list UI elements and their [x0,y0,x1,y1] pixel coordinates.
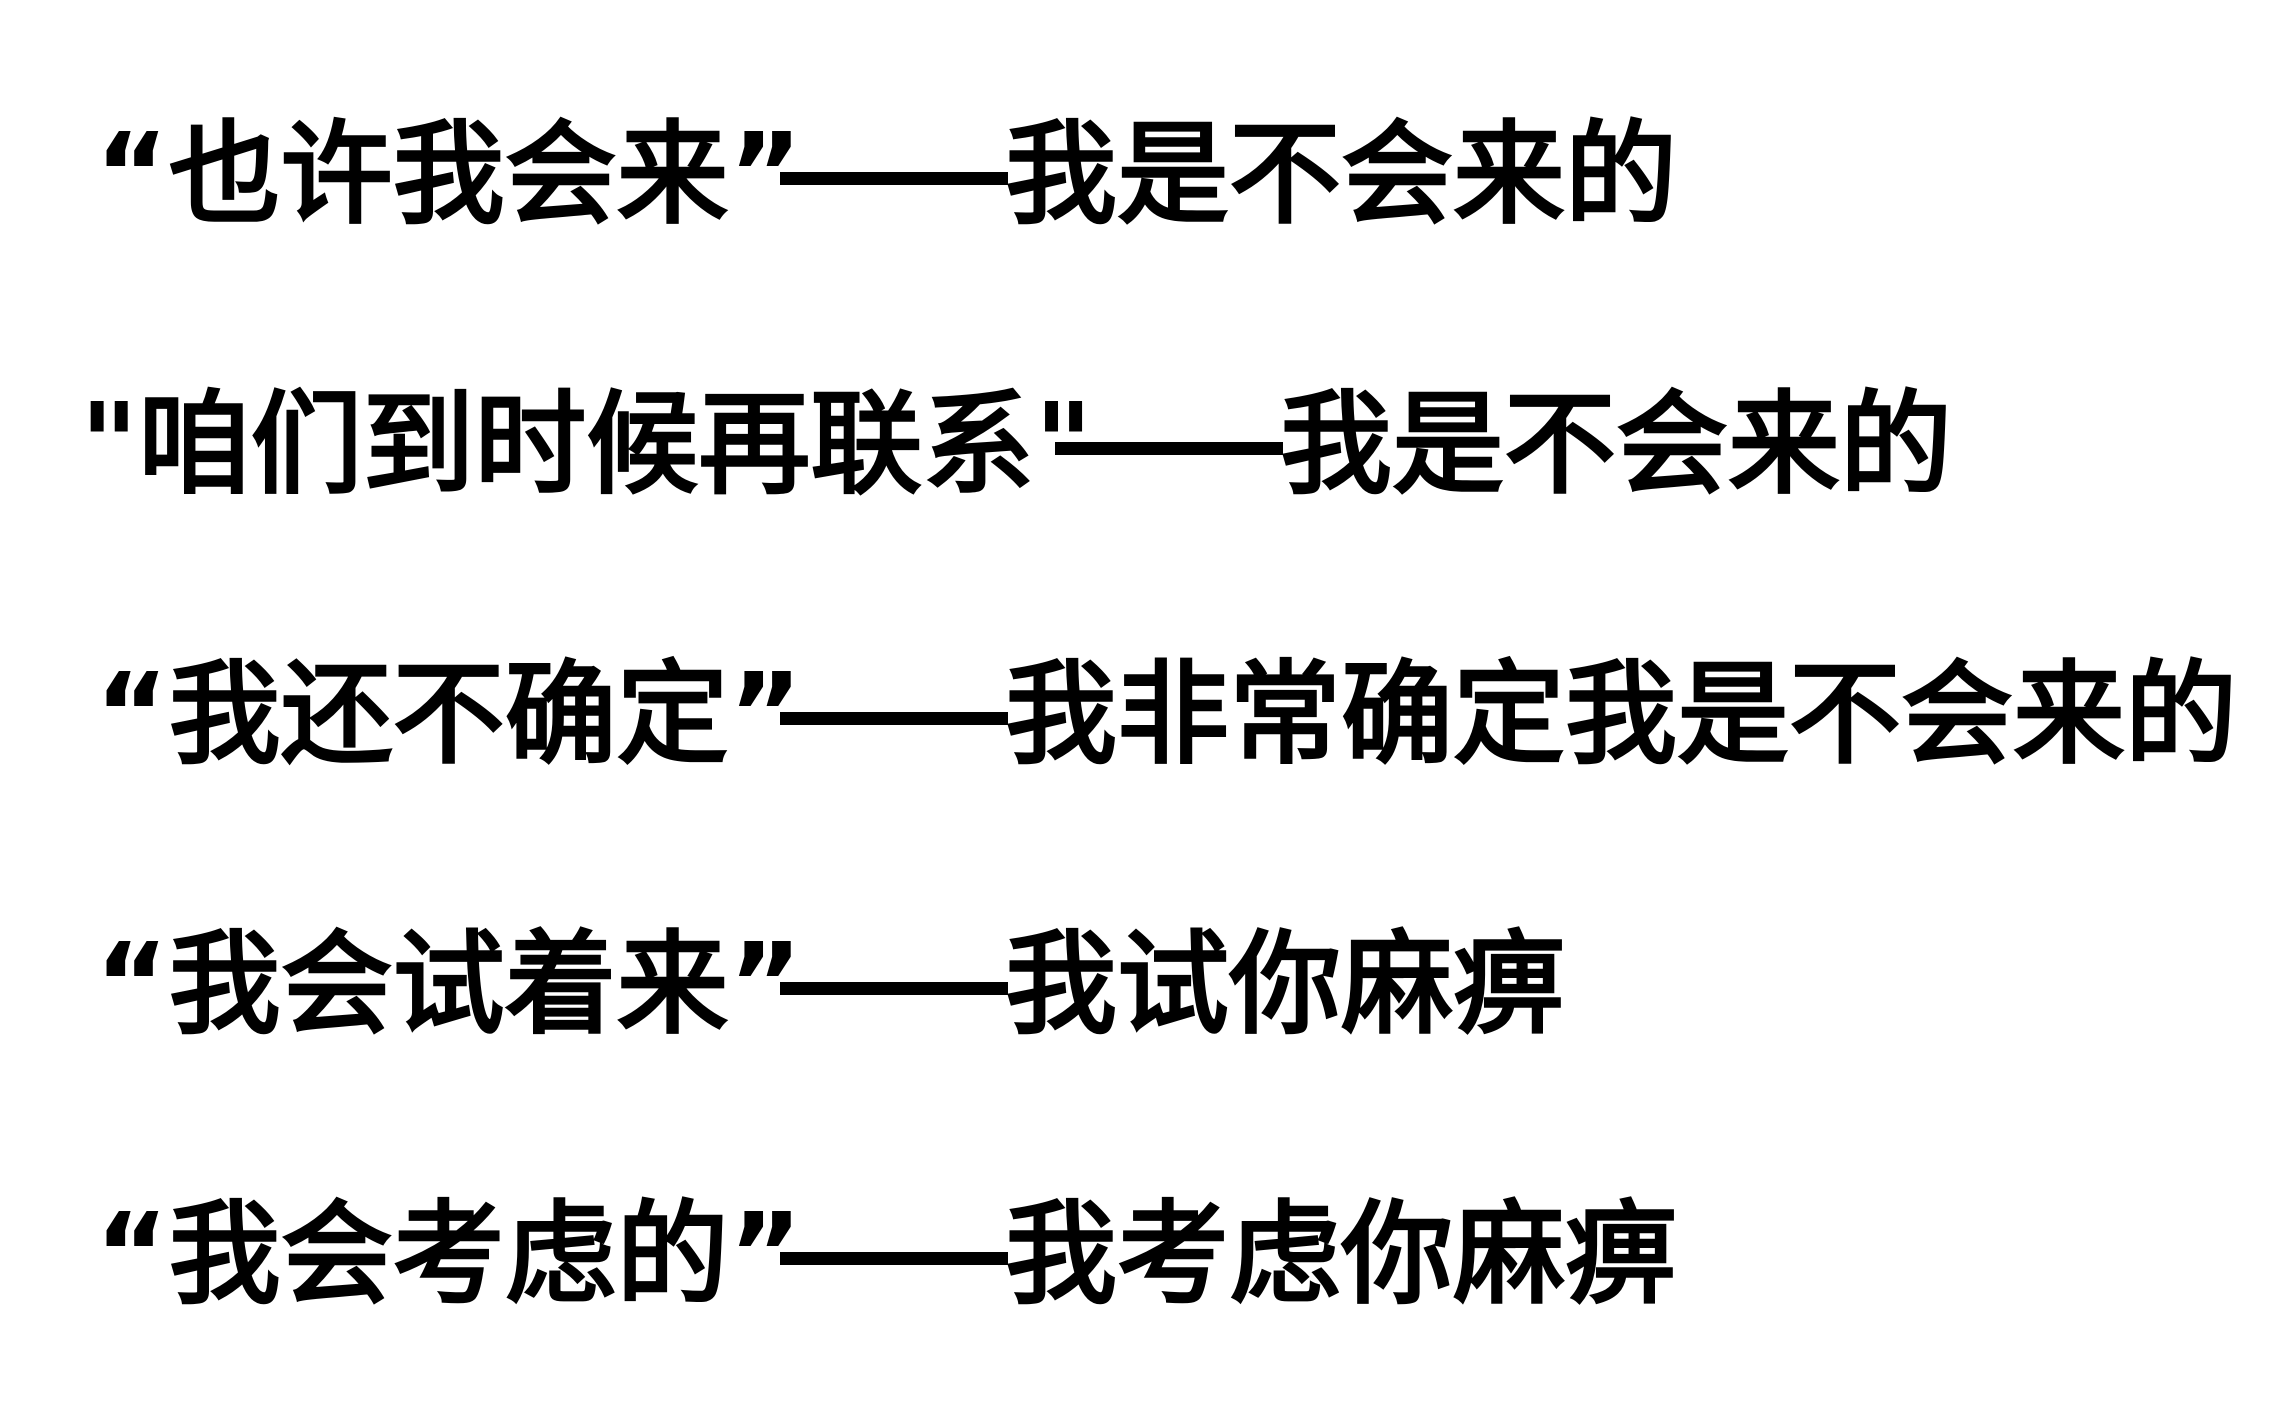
em-dash [780,712,1008,725]
em-dash [1055,442,1283,455]
quote-text: “我会试着来” [95,920,803,1050]
line-2: "咱们到时候再联系" 我是不会来的 [0,370,2287,520]
answer-text: 我非常确定我是不会来的 [1005,650,2237,780]
em-dash [780,1252,1008,1265]
quote-text: “我还不确定” [95,650,803,780]
line-5: “我会考虑的” 我考虑你麻痹 [0,1180,2287,1330]
answer-text: 我考虑你麻痹 [1005,1190,1677,1320]
quote-text: “也许我会来” [95,110,803,240]
line-3: “我还不确定” 我非常确定我是不会来的 [0,640,2287,790]
answer-text: 我试你麻痹 [1005,920,1565,1050]
line-1: “也许我会来” 我是不会来的 [0,100,2287,250]
quote-text: “我会考虑的” [95,1190,803,1320]
quote-text: "咱们到时候再联系" [80,380,1093,510]
em-dash [780,172,1008,185]
answer-text: 我是不会来的 [1280,380,1952,510]
line-4: “我会试着来” 我试你麻痹 [0,910,2287,1060]
answer-text: 我是不会来的 [1005,110,1677,240]
em-dash [780,982,1008,995]
